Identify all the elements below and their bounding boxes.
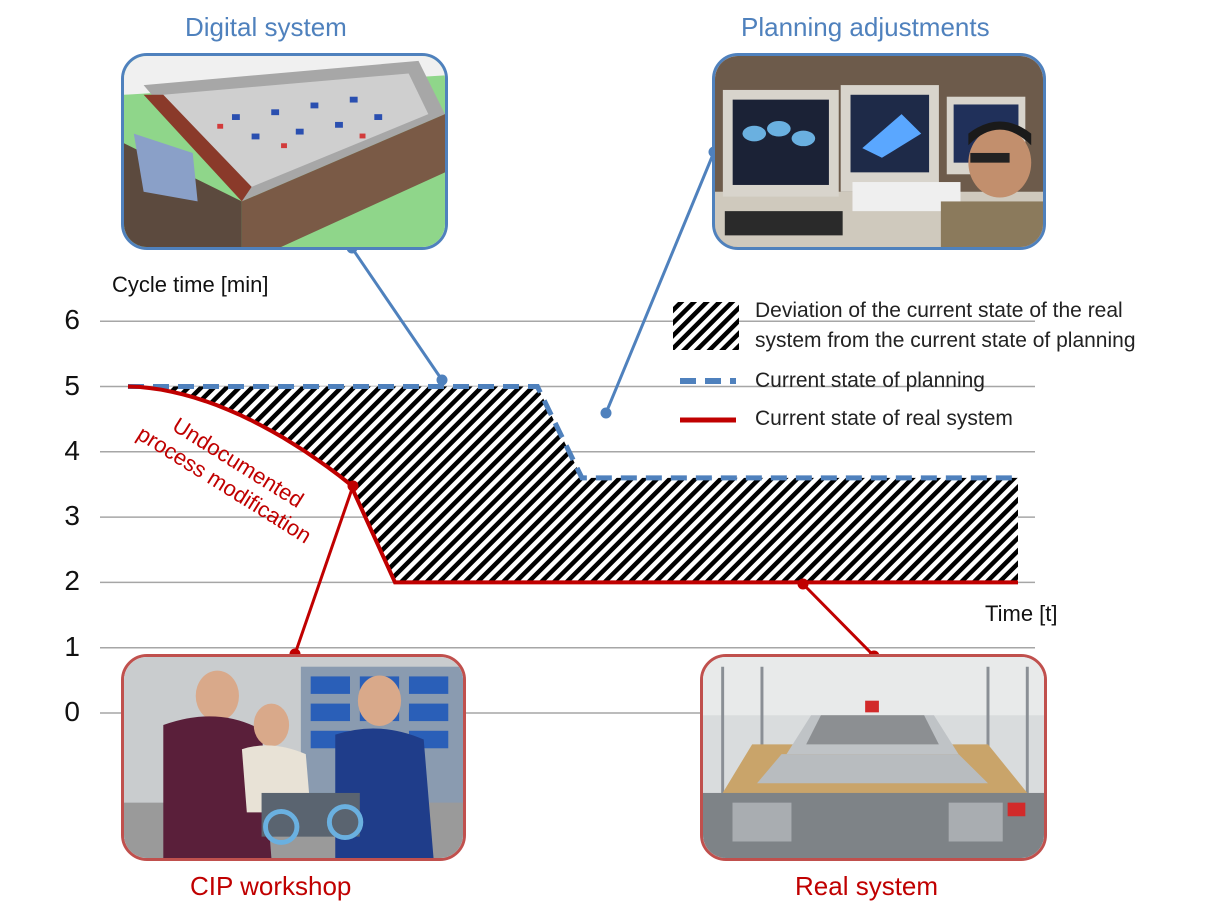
caption-digital-system: Digital system (185, 12, 347, 42)
connector-digital-system (346, 242, 448, 386)
legend-deviation-line2: system from the current state of plannin… (755, 329, 1136, 352)
cip-workshop-image (121, 654, 466, 861)
x-axis-label: Time [t] (985, 601, 1058, 626)
legend-real-label: Current state of real system (755, 407, 1013, 430)
legend-planning-label: Current state of planning (755, 369, 985, 392)
y-tick-1: 1 (64, 630, 80, 662)
y-tick-2: 2 (64, 565, 80, 597)
planning-adjustments-image (712, 53, 1046, 250)
digital-system-image (121, 53, 448, 250)
caption-real-system: Real system (795, 871, 939, 901)
connector-real-system (797, 578, 880, 662)
y-tick-6: 6 (64, 304, 80, 336)
legend-hatch-swatch (673, 302, 739, 350)
legend-deviation-line1: Deviation of the current state of the re… (755, 299, 1123, 322)
y-tick-0: 0 (64, 696, 80, 727)
real-system-image (700, 654, 1047, 861)
real-system-line (127, 384, 1018, 585)
y-tick-5: 5 (64, 369, 80, 401)
y-tick-3: 3 (64, 500, 80, 532)
caption-planning-adjustments: Planning adjustments (741, 12, 990, 42)
planning-line (128, 384, 1018, 481)
y-axis-label: Cycle time [min] (112, 272, 269, 297)
y-tick-4: 4 (64, 434, 80, 466)
caption-cip-workshop: CIP workshop (190, 871, 352, 901)
deviation-hatched-area (128, 386, 1018, 583)
connector-planning-adjustments (600, 146, 720, 419)
legend-deviation-label: Deviation of the current state of the re… (755, 296, 1136, 356)
